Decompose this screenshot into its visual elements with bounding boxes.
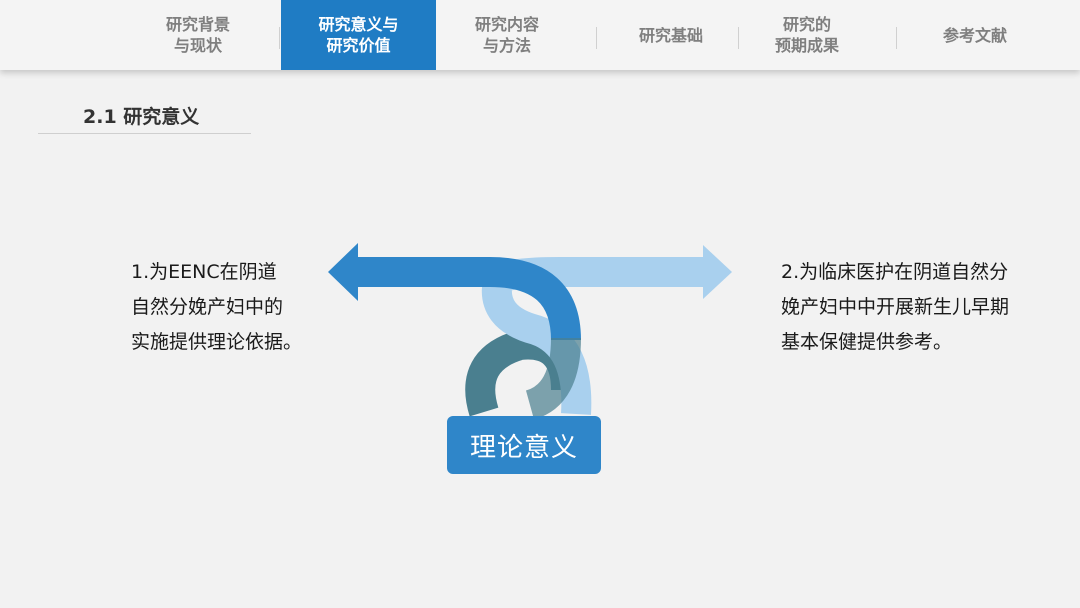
tab-separator [896,27,897,49]
right-description: 2.为临床医护在阴道自然分 娩产妇中中开展新生儿早期 基本保健提供参考。 [781,261,1010,353]
tab-separator [738,27,739,49]
dark-arrow-lower-shade [524,337,581,420]
tab-research-basis[interactable]: 研究基础 [638,25,703,45]
tab-significance-value[interactable]: 研究意义与 研究价值 [281,0,436,70]
tab-background-status[interactable]: 研究背景 与现状 [165,15,230,55]
left-description: 1.为EENC在阴道 自然分娩产妇中的 实施提供理论依据。 [131,261,303,353]
tab-references[interactable]: 参考文献 [942,25,1007,45]
tab-separator [596,27,597,49]
tab-content-methods[interactable]: 研究内容 与方法 [474,15,539,55]
top-navigation-bar: 研究背景 与现状 研究意义与 研究价值 研究内容 与方法 研究基础 研究的 预期… [0,0,1080,70]
left-arrowhead [328,243,358,301]
section-title: 2.1 研究意义 [83,106,200,128]
right-arrowhead [703,245,732,299]
dark-arrow-path [358,257,581,341]
section-underline [38,133,251,134]
tab-expected-results[interactable]: 研究的 预期成果 [774,15,839,55]
theory-significance-label: 理论意义 [447,416,601,474]
tab-separator [279,27,280,49]
